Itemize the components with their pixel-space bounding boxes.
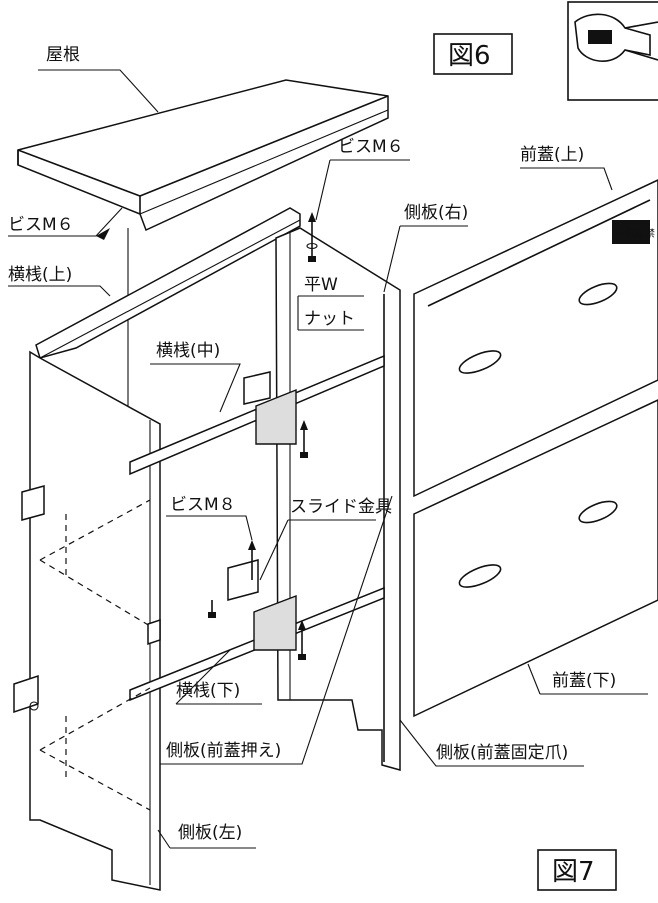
screw-m6-top-label: ビスM６ — [338, 137, 404, 157]
hidden-edges — [39, 499, 151, 811]
side-right-label: 側板(右) — [404, 203, 468, 223]
front-cover-upper-label: 前蓋(上) — [520, 145, 584, 165]
screw-m6-left-label: ビスM６ — [8, 215, 74, 235]
rail-middle-label: 横桟(中) — [156, 341, 220, 361]
nut-label: ナット — [304, 309, 355, 329]
front-cover-lower — [413, 399, 658, 718]
left-side-panel — [29, 350, 161, 891]
side-front-press-label: 側板(前蓋押え) — [166, 741, 281, 761]
figure-7-label: 図7 — [552, 857, 595, 887]
screw-m8-label: ビスM８ — [170, 495, 236, 515]
roof-panel — [17, 79, 389, 232]
rail-lower-label: 横桟(下) — [176, 681, 240, 701]
no-fire-sign: 火気厳禁 — [615, 227, 655, 240]
figure-7-box: 図7 — [537, 849, 617, 891]
side-front-claw-label: 側板(前蓋固定爪) — [436, 743, 568, 763]
slide-bracket-label: スライド金具 — [290, 497, 392, 517]
flat-washer-label: 平W — [304, 275, 338, 295]
figure-6-box: 図6 — [433, 33, 513, 75]
side-left-label: 側板(左) — [178, 823, 242, 843]
figure-6-label: 図6 — [448, 41, 491, 71]
roof-label: 屋根 — [46, 45, 80, 65]
upper-rail — [35, 207, 301, 359]
front-cover-upper: 火気厳禁 — [413, 179, 658, 498]
wrench-icon — [567, 1, 658, 101]
rail-upper-label: 横桟(上) — [8, 265, 72, 285]
front-cover-lower-label: 前蓋(下) — [552, 671, 616, 691]
